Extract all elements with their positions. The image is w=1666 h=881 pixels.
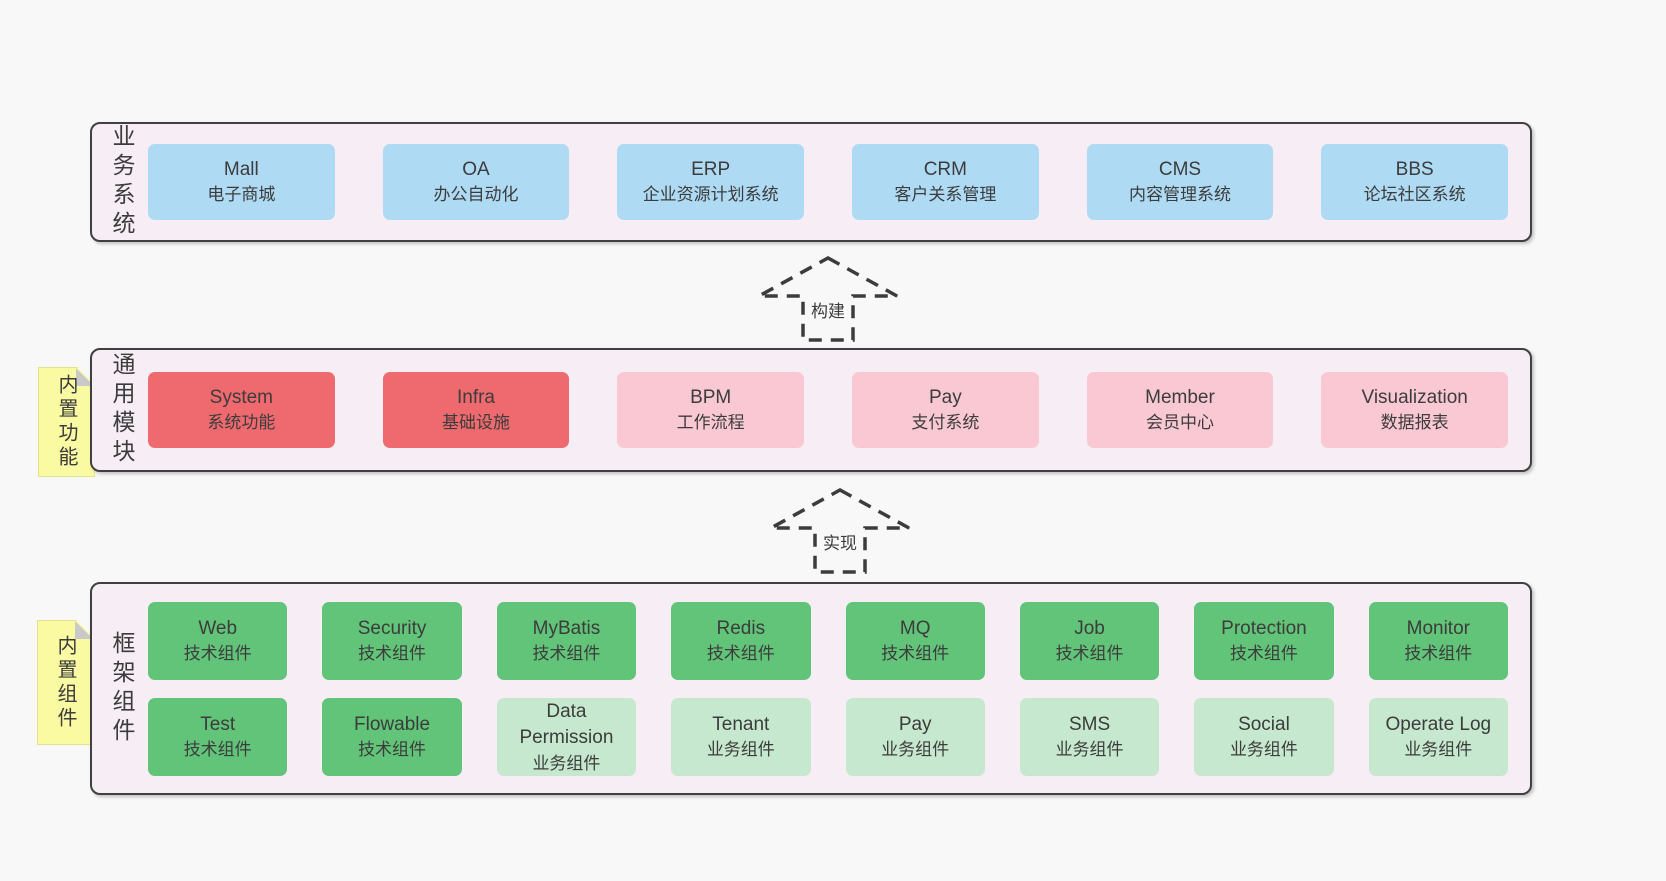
arrow-label: 实现: [819, 528, 861, 555]
layer-business-systems: 业务系统 Mall 电子商城 OA 办公自动化 ERP 企业资源计划系统 CRM…: [90, 122, 1532, 242]
up-arrow-icon: [770, 488, 910, 574]
box-social: Social 业务组件: [1194, 698, 1334, 776]
arrow-implement: 实现: [768, 487, 912, 575]
box-crm: CRM 客户关系管理: [852, 144, 1039, 220]
box-infra: Infra 基础设施: [382, 372, 570, 448]
box-cms: CMS 内容管理系统: [1086, 144, 1274, 220]
box-tenant: Tenant 业务组件: [671, 698, 811, 776]
box-sms: SMS 业务组件: [1019, 698, 1160, 776]
box-protection: Protection 技术组件: [1194, 602, 1334, 680]
framework-boxes: Web 技术组件 Security 技术组件 MyBatis 技术组件 Redi…: [148, 602, 1508, 776]
box-flowable: Flowable 技术组件: [322, 698, 462, 776]
box-system: System 系统功能: [148, 372, 335, 448]
box-bbs: BBS 论坛社区系统: [1321, 144, 1508, 220]
note-label: 内置功能: [55, 374, 77, 470]
framework-row-2: Test 技术组件 Flowable 技术组件 Data Permission …: [148, 698, 1508, 776]
business-boxes: Mall 电子商城 OA 办公自动化 ERP 企业资源计划系统 CRM 客户关系…: [148, 124, 1508, 240]
layer-framework-components: 框架组件 Web 技术组件 Security 技术组件 MyBatis 技术组件…: [90, 582, 1532, 795]
box-web: Web 技术组件: [148, 602, 288, 680]
layer-label: 业务系统: [109, 124, 135, 240]
box-data-permission: Data Permission 业务组件: [496, 698, 637, 776]
box-test: Test 技术组件: [148, 698, 288, 776]
box-monitor: Monitor 技术组件: [1368, 602, 1508, 680]
box-bpm: BPM 工作流程: [617, 372, 804, 448]
up-arrow-icon: [758, 256, 898, 342]
box-erp: ERP 企业资源计划系统: [617, 144, 804, 220]
box-redis: Redis 技术组件: [671, 602, 811, 680]
box-mybatis: MyBatis 技术组件: [496, 602, 637, 680]
common-boxes: System 系统功能 Infra 基础设施 BPM 工作流程 Pay 支付系统…: [148, 350, 1508, 470]
box-pay-biz: Pay 业务组件: [845, 698, 985, 776]
box-mall: Mall 电子商城: [148, 144, 335, 220]
box-visualization: Visualization 数据报表: [1321, 372, 1508, 448]
box-mq: MQ 技术组件: [845, 602, 985, 680]
sticky-note-builtin-features: 内置功能: [38, 367, 95, 477]
box-security: Security 技术组件: [322, 602, 462, 680]
box-job: Job 技术组件: [1019, 602, 1160, 680]
arrow-label: 构建: [807, 296, 849, 323]
box-operate-log: Operate Log 业务组件: [1368, 698, 1508, 776]
box-oa: OA 办公自动化: [382, 144, 570, 220]
layer-label: 通用模块: [109, 352, 135, 468]
layer-label: 框架组件: [109, 630, 135, 747]
sticky-note-builtin-components: 内置组件: [37, 620, 94, 745]
framework-row-1: Web 技术组件 Security 技术组件 MyBatis 技术组件 Redi…: [148, 602, 1508, 680]
box-member: Member 会员中心: [1086, 372, 1274, 448]
box-pay: Pay 支付系统: [852, 372, 1039, 448]
arrow-build: 构建: [756, 255, 900, 343]
layer-common-modules: 通用模块 System 系统功能 Infra 基础设施 BPM 工作流程 Pay…: [90, 348, 1532, 472]
note-label: 内置组件: [54, 634, 76, 731]
